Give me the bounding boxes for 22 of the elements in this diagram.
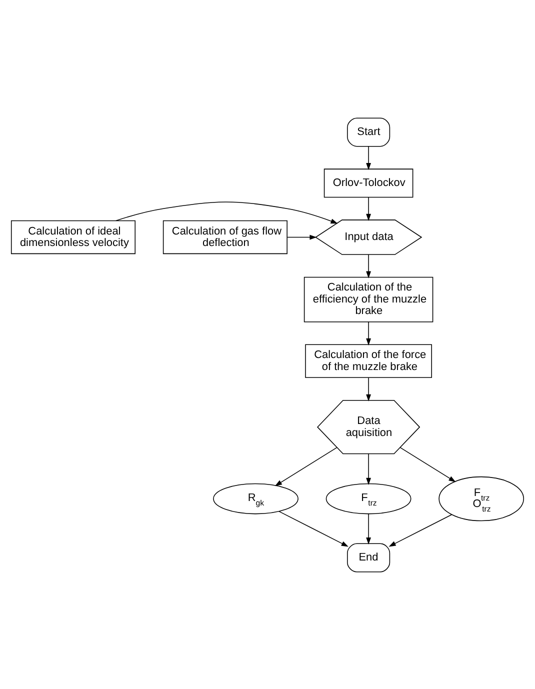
arrow xyxy=(366,452,372,484)
arrow xyxy=(278,510,348,546)
node-box: Calculation of ideal dimensionless velocity xyxy=(10,220,136,254)
node-ellipse: R$_{gk}$ xyxy=(213,482,298,514)
arrow xyxy=(366,196,372,220)
arrow xyxy=(400,446,456,482)
node-box: Calculation of gas flow deflection xyxy=(162,220,288,254)
arrow xyxy=(366,146,372,170)
arrow xyxy=(366,254,372,278)
arrow xyxy=(388,514,452,546)
arrow xyxy=(116,201,338,224)
arrow xyxy=(366,512,372,544)
node-box: End xyxy=(347,542,390,572)
arrow xyxy=(286,234,317,240)
arrow xyxy=(366,321,372,345)
node-box: Start xyxy=(347,117,390,146)
node-box: Calculation of the efficiency of the muzzle brake xyxy=(304,276,434,322)
arrow xyxy=(274,446,338,486)
arrow xyxy=(366,376,372,401)
node-box: Calculation of the force of the muzzle brake xyxy=(305,344,432,378)
node-ellipse: F$_{trz}$ xyxy=(326,482,412,514)
node-box: Orlov-Tolockov xyxy=(324,168,414,198)
